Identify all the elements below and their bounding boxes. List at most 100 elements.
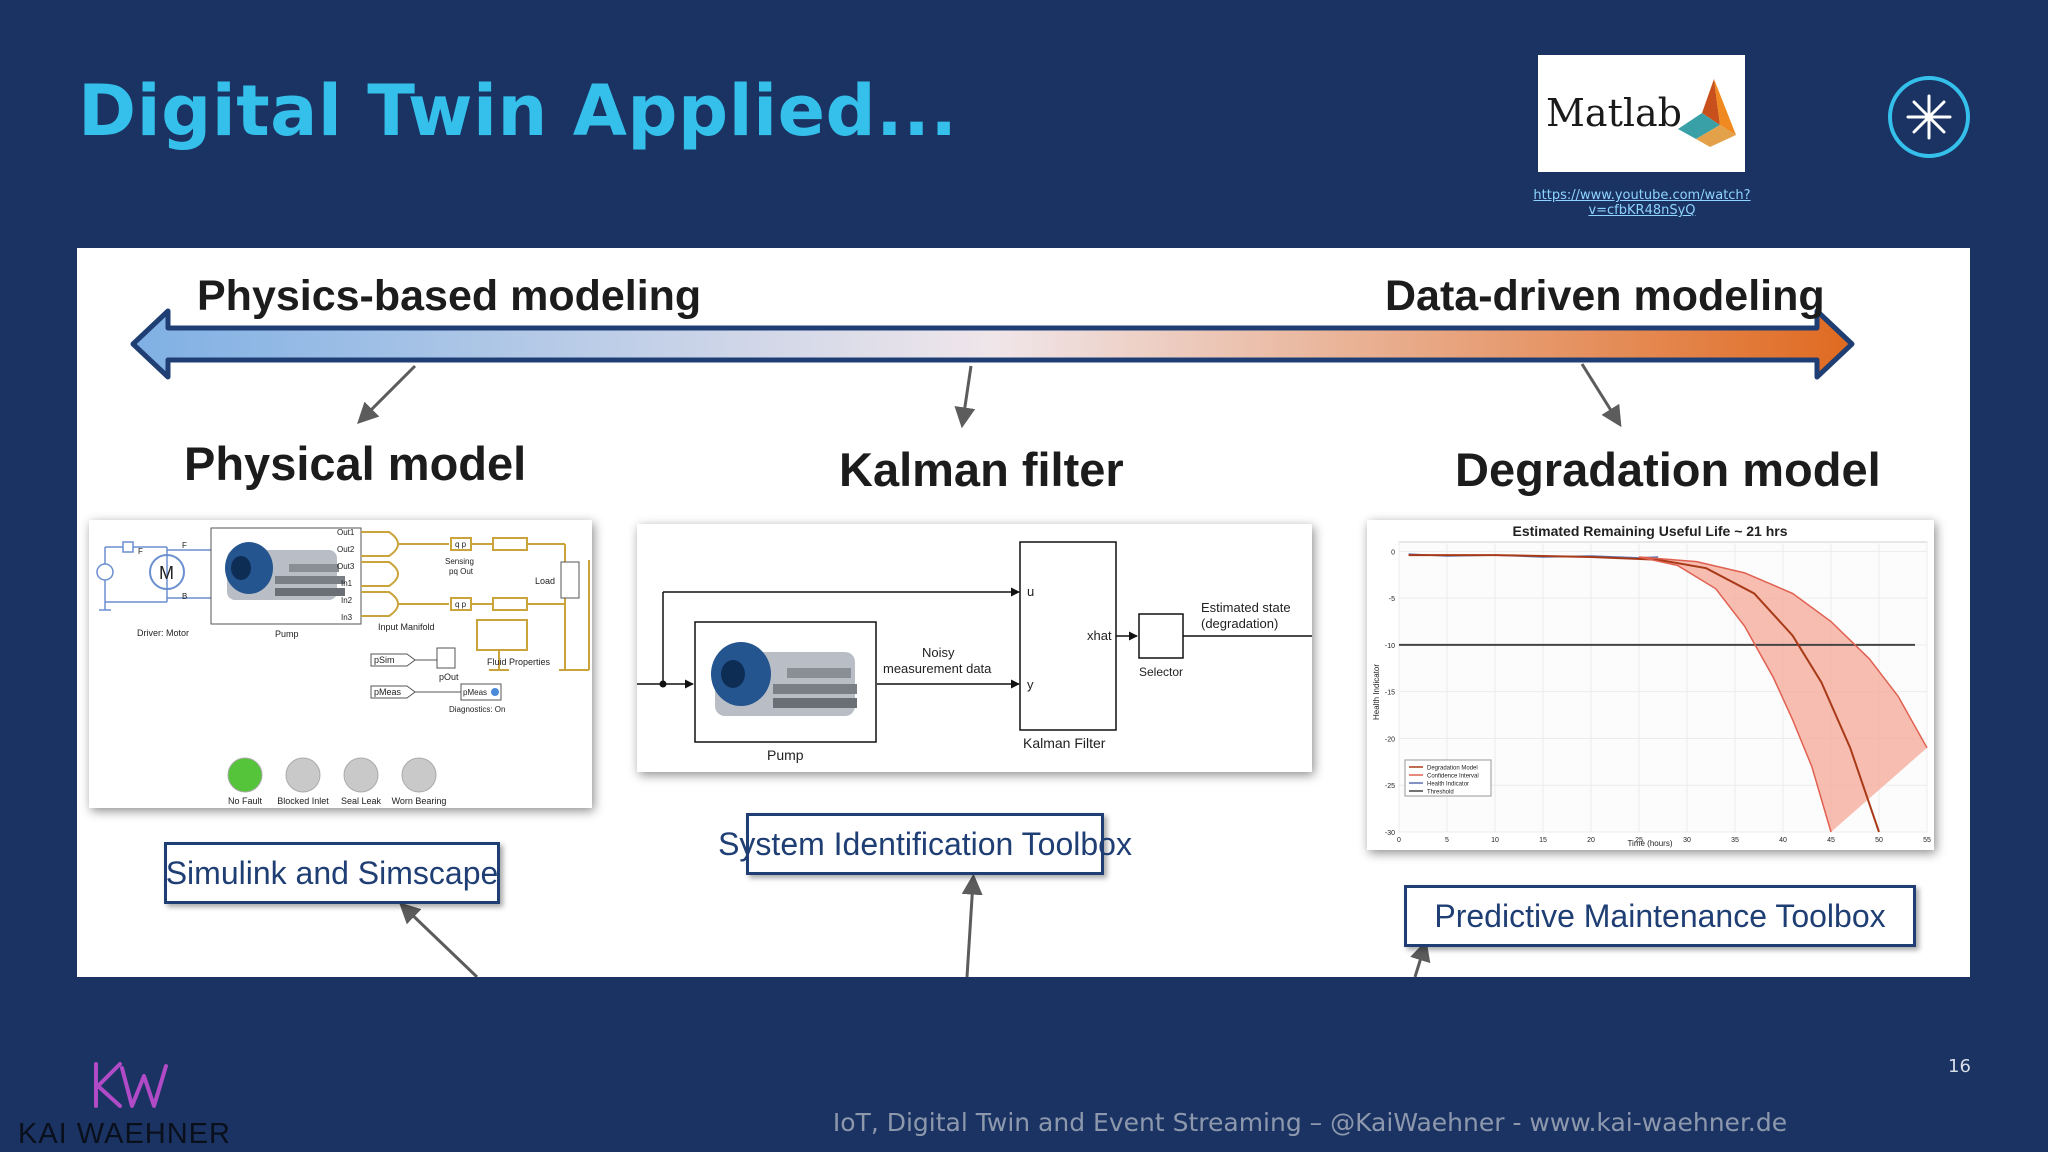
- rul-x-tick: 15: [1539, 837, 1547, 844]
- rul-y-tick: -20: [1385, 736, 1395, 743]
- selector-label: Selector: [1139, 665, 1183, 679]
- fault-lamp-label: No Fault: [228, 796, 263, 806]
- rul-legend-label: Degradation Model: [1427, 766, 1478, 772]
- svg-text:Estimated state: Estimated state: [1201, 600, 1291, 615]
- rul-ylabel: Health Indicator: [1372, 664, 1381, 720]
- kalman-filter-screenshot: Pump Noisy measurement data u y xhat Kal…: [637, 524, 1312, 772]
- svg-text:B: B: [182, 592, 187, 601]
- rul-chart-title: Estimated Remaining Useful Life ~ 21 hrs: [1512, 523, 1787, 539]
- rul-series-line: [1638, 556, 1928, 749]
- pump-label: Pump: [275, 629, 299, 639]
- svg-text:q p: q p: [455, 600, 467, 609]
- rul-series-line: [1638, 556, 1832, 833]
- svg-text:pMeas: pMeas: [463, 688, 487, 697]
- physics-based-label: Physics-based modeling: [197, 272, 702, 320]
- rul-x-tick: 0: [1397, 837, 1401, 844]
- rul-series-line: [1408, 554, 1880, 833]
- svg-text:In1: In1: [341, 579, 353, 588]
- svg-text:Sensing: Sensing: [445, 557, 474, 566]
- rul-x-tick: 20: [1587, 837, 1595, 844]
- svg-text:u: u: [1027, 584, 1034, 599]
- pointer-kalman: [954, 365, 976, 429]
- diagnostics-label: Diagnostics: On: [449, 705, 505, 714]
- pointer-physical: [357, 364, 417, 424]
- kw-brand-logo-icon: [94, 1062, 168, 1108]
- svg-text:q p: q p: [455, 540, 467, 549]
- rul-y-tick: -25: [1385, 783, 1395, 790]
- rul-x-tick: 55: [1923, 837, 1931, 844]
- rul-chart: Estimated Remaining Useful Life ~ 21 hrs…: [1372, 523, 1931, 848]
- degradation-model-heading: Degradation model: [1455, 443, 1881, 496]
- fault-lamp: [285, 757, 321, 793]
- matlab-logo-text: Matlab: [1546, 91, 1682, 135]
- rul-x-tick: 35: [1731, 837, 1739, 844]
- spectrum-arrows: [130, 308, 1855, 977]
- load-label: Load: [535, 576, 555, 586]
- fault-lamp: [343, 757, 379, 793]
- pout-label: pOut: [439, 672, 459, 682]
- rul-y-tick: 0: [1391, 549, 1395, 556]
- kalman-pump-image: [711, 642, 857, 716]
- svg-text:(degradation): (degradation): [1201, 616, 1278, 631]
- svg-text:Out3: Out3: [337, 562, 355, 571]
- rul-x-tick: 40: [1779, 837, 1787, 844]
- slide-title: Digital Twin Applied...: [78, 70, 958, 152]
- svg-text:In2: In2: [341, 596, 353, 605]
- rul-xlabel: Time (hours): [1627, 839, 1672, 848]
- svg-text:In3: In3: [341, 613, 353, 622]
- predictive-maintenance-toolbox-box: Predictive Maintenance Toolbox: [1404, 885, 1916, 947]
- rul-y-tick: -5: [1389, 596, 1395, 603]
- svg-text:y: y: [1027, 677, 1034, 692]
- driver-motor-label: Driver: Motor: [137, 628, 189, 638]
- rul-x-tick: 50: [1875, 837, 1883, 844]
- fluid-properties-label: Fluid Properties: [487, 657, 551, 667]
- svg-text:F: F: [138, 547, 143, 556]
- rul-chart-screenshot: Estimated Remaining Useful Life ~ 21 hrs…: [1367, 520, 1934, 850]
- svg-text:measurement data: measurement data: [883, 661, 992, 676]
- pmeas-label: pMeas: [374, 687, 402, 697]
- rul-y-tick: -30: [1385, 830, 1395, 837]
- spectrum-double-arrow: [130, 308, 1855, 380]
- source-video-link[interactable]: https://www.youtube.com/watch?v=cfbKR48n…: [1533, 188, 1751, 218]
- svg-text:Noisy: Noisy: [922, 645, 955, 660]
- svg-text:pq Out: pq Out: [449, 567, 474, 576]
- sparkle-logo-icon: [1888, 76, 1970, 158]
- svg-text:xhat: xhat: [1087, 628, 1112, 643]
- rul-y-tick: -15: [1385, 690, 1395, 697]
- rul-x-tick: 25: [1635, 837, 1643, 844]
- pointer-degradation: [1580, 363, 1622, 428]
- svg-text:M: M: [159, 563, 174, 583]
- rul-legend-box: [1404, 759, 1492, 797]
- data-driven-label: Data-driven modeling: [1385, 272, 1825, 320]
- matlab-logo: Matlab: [1538, 55, 1745, 172]
- rul-legend-label: Confidence Interval: [1427, 774, 1479, 780]
- brand-name: KAI WAEHNER: [18, 1118, 231, 1150]
- svg-text:Out2: Out2: [337, 545, 355, 554]
- rul-legend-label: Health Indicator: [1427, 782, 1469, 788]
- fault-lamp-label: Seal Leak: [341, 796, 382, 806]
- rul-x-tick: 30: [1683, 837, 1691, 844]
- kalman-pump-label: Pump: [767, 747, 804, 763]
- pointer-sysid: [961, 873, 983, 977]
- rul-x-tick: 45: [1827, 837, 1835, 844]
- rul-y-tick: -10: [1385, 643, 1395, 650]
- matlab-membrane-icon: [1678, 79, 1736, 147]
- slide-footer: IoT, Digital Twin and Event Streaming – …: [832, 1108, 1788, 1137]
- rul-x-tick: 5: [1445, 837, 1449, 844]
- rul-legend-label: Threshold: [1427, 790, 1454, 796]
- fault-lamp: [401, 757, 437, 793]
- svg-text:F: F: [182, 541, 187, 550]
- pointer-predictive: [1410, 939, 1431, 977]
- psim-label: pSim: [374, 655, 395, 665]
- page-number: 16: [1948, 1056, 1971, 1077]
- motor-icon: M: [149, 554, 185, 590]
- simulink-model-screenshot: M F F B B F Driver: Motor Pump Out1 Out2…: [89, 520, 592, 808]
- input-manifold-label: Input Manifold: [378, 622, 435, 632]
- fault-lamp-label: Blocked Inlet: [277, 796, 329, 806]
- system-identification-toolbox-box: System Identification Toolbox: [718, 813, 1132, 875]
- fault-lamp: [227, 757, 263, 793]
- physical-model-heading: Physical model: [184, 437, 527, 490]
- simulink-simscape-box: Simulink and Simscape: [164, 842, 500, 904]
- svg-text:Out1: Out1: [337, 528, 355, 537]
